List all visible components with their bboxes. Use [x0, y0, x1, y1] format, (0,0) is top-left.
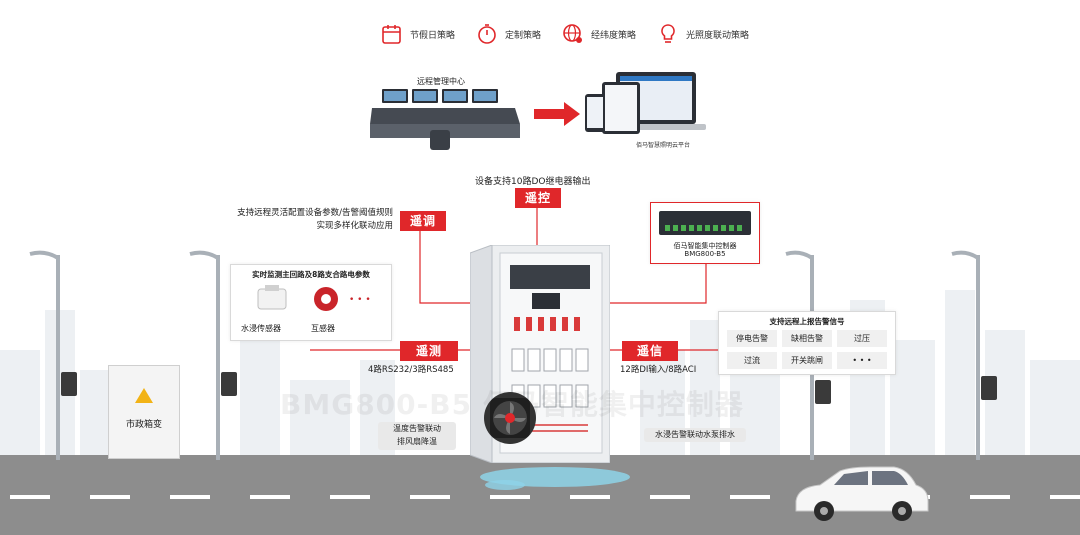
- controller-panel: 佰马智能集中控制器 BMG800-B5: [650, 202, 760, 264]
- do-output-text: 设备支持10路DO继电器输出: [475, 177, 591, 187]
- controller-model: BMG800-B5: [684, 250, 726, 258]
- bulb-icon: [661, 24, 675, 43]
- remote-signal-desc: 12路DI输入/8路ACI: [620, 365, 697, 375]
- lane-markings: [10, 495, 1080, 499]
- globe-pin-icon: [563, 24, 583, 43]
- strategy-label: 定制策略: [505, 30, 542, 41]
- water-sensor-label: 水浸传感器: [241, 324, 281, 333]
- strategy-label: 经纬度策略: [591, 30, 637, 41]
- controller-device-image: [659, 211, 751, 235]
- cloud-platform-devices: [585, 72, 706, 134]
- monitor-panel: 实时监测主回路及8路支合路电参数 • • • 水浸传感器 互感器: [230, 264, 392, 341]
- car-image: [795, 466, 929, 521]
- water-alarm-note: 水浸告警联动水泵排水: [644, 428, 746, 442]
- substation-box: 市政箱变: [108, 365, 180, 459]
- transformer-label: 互感器: [311, 324, 335, 333]
- alarm-power-loss: 停电告警: [727, 330, 777, 347]
- warning-icon: [135, 388, 153, 403]
- alarm-switch-trip: 开关跳闸: [782, 352, 832, 369]
- water-puddle: [480, 467, 630, 490]
- temperature-alarm-note: 温度告警联动 排风扇降温: [378, 422, 456, 450]
- alarm-overcurrent: 过流: [727, 352, 777, 369]
- calendar-icon: [382, 25, 401, 44]
- alarm-panel-title: 支持远程上报告警信号: [769, 317, 845, 326]
- alarm-more: • • •: [837, 352, 887, 369]
- remote-control-label: 遥控: [515, 188, 561, 208]
- control-center-desk: [370, 89, 520, 150]
- remote-signal-label: 遥信: [622, 341, 678, 361]
- remote-adjust-desc: 支持远程灵活配置设备参数/告警阈值规则 实现多样化联动应用: [188, 207, 393, 233]
- control-center-label: 远程管理中心: [417, 77, 465, 86]
- exhaust-fan-icon: [484, 392, 536, 444]
- remote-measure-label: 遥测: [400, 341, 458, 361]
- cabinet-graphic: [469, 244, 611, 464]
- temp-note-line: 温度告警联动: [393, 424, 441, 433]
- alarm-panel: 支持远程上报告警信号 停电告警 缺相告警 过压 过流 开关跳闸 • • •: [718, 311, 896, 375]
- alarm-phase-loss: 缺相告警: [782, 330, 832, 347]
- strategy-latlong: 经纬度策略: [561, 22, 636, 46]
- strategy-light: 光照度联动策略: [656, 22, 749, 46]
- controller-name: 佰马智能集中控制器: [673, 242, 737, 250]
- strategy-row: 节假日策略 定制策略 经纬度策略 光照度联动策略: [380, 22, 749, 46]
- strategy-custom: 定制策略: [475, 22, 541, 46]
- platform-label: 佰马智慧照明云平台: [636, 142, 691, 149]
- strategy-holiday: 节假日策略: [380, 22, 455, 46]
- monitor-more: • • •: [349, 295, 371, 305]
- alarm-overvoltage: 过压: [837, 330, 887, 347]
- electrical-cabinet: [469, 244, 611, 464]
- strategy-label: 光照度联动策略: [686, 30, 750, 41]
- remote-adjust-label: 遥调: [400, 211, 446, 231]
- substation-label: 市政箱变: [125, 420, 162, 430]
- temp-note-line: 排风扇降温: [397, 437, 437, 446]
- remote-adjust-desc-line: 支持远程灵活配置设备参数/告警阈值规则: [237, 208, 393, 218]
- strategy-label: 节假日策略: [410, 30, 456, 41]
- remote-measure-desc: 4路RS232/3路RS485: [368, 365, 454, 375]
- monitor-panel-title: 实时监测主回路及8路支合路电参数: [252, 270, 370, 279]
- stopwatch-icon: [478, 24, 496, 44]
- current-transformer-icon: [314, 287, 338, 311]
- water-sensor-icon: [257, 285, 287, 310]
- remote-adjust-desc-line: 实现多样化联动应用: [316, 221, 393, 231]
- arrow-icon: [534, 102, 580, 126]
